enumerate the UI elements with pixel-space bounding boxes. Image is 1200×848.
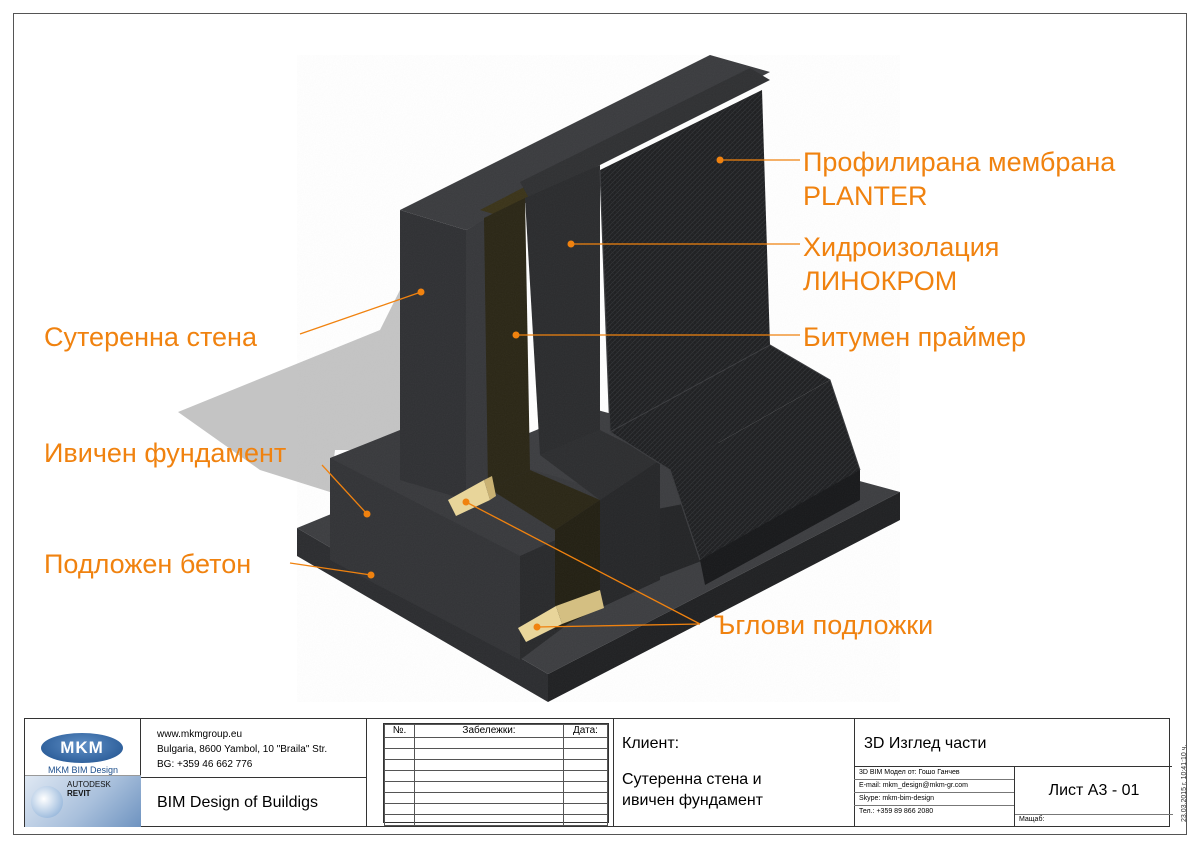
print-timestamp: 23.03.2015 г. 10:41:10 ч. bbox=[1181, 744, 1188, 822]
client-name: Сутеренна стена и ивичен фундамент bbox=[622, 771, 764, 809]
website-link[interactable]: www.mkmgroup.eu bbox=[157, 729, 243, 740]
label-corner-pads: Ъглови подложки bbox=[714, 610, 934, 640]
contact-box: www.mkmgroup.eu Bulgaria, 8600 Yambol, 1… bbox=[141, 719, 367, 826]
label-basement-wall: Сутеренна стена bbox=[44, 322, 257, 352]
client-box: Клиент: Сутеренна стена и ивичен фундаме… bbox=[613, 719, 1173, 826]
notes-col-notes: Забележки: bbox=[414, 724, 564, 738]
revit-badge: AUTODESK REVIT bbox=[25, 775, 141, 827]
tagline: BIM Design of Buildigs bbox=[141, 777, 367, 826]
skype-text: Skype: mkm-bim-design bbox=[854, 793, 1014, 806]
label-linokrom: Хидроизолация ЛИНОКРОМ bbox=[803, 230, 999, 298]
author-info: 3D BIM Модел от: Гошо Ганчев E-mail: mkm… bbox=[854, 767, 1014, 826]
address-text: Bulgaria, 8600 Yambol, 10 "Braila" Str. bbox=[157, 744, 328, 755]
notes-col-no: №. bbox=[384, 724, 415, 738]
client-label: Клиент: bbox=[622, 735, 680, 752]
mkm-logo-subtitle: MKM BIM Design bbox=[47, 765, 118, 775]
label-strip-footing: Ивичен фундамент bbox=[44, 438, 287, 468]
logo-box: MKM MKM BIM Design AUTODESK REVIT bbox=[25, 719, 141, 827]
label-planter-membrane: Профилирана мембрана PLANTER bbox=[803, 145, 1115, 213]
mkm-logo: MKM bbox=[41, 733, 123, 763]
notes-table: №. Забележки: Дата: bbox=[383, 723, 609, 826]
email-text: E-mail: mkm_design@mkm-gr.com bbox=[854, 780, 1014, 793]
label-linokrom-line1: Хидроизолация bbox=[803, 232, 1000, 262]
view-title: 3D Изглед части bbox=[854, 719, 1172, 767]
revit-label: AUTODESK REVIT bbox=[67, 780, 111, 798]
phone-text: BG: +359 46 662 776 bbox=[157, 759, 253, 770]
label-linokrom-line2: ЛИНОКРОМ bbox=[803, 266, 958, 296]
label-lean-concrete: Подложен бетон bbox=[44, 549, 252, 579]
model-by: 3D BIM Модел от: Гошо Ганчев bbox=[854, 767, 1014, 780]
contact-lines: www.mkmgroup.eu Bulgaria, 8600 Yambol, 1… bbox=[157, 727, 327, 772]
sheet-number: Лист А3 - 01 bbox=[1014, 767, 1173, 815]
callout-leaders bbox=[289, 156, 800, 631]
label-planter-line1: Профилирана мембрана bbox=[803, 147, 1116, 177]
label-planter-line2: PLANTER bbox=[803, 181, 928, 211]
3d-foundation-drawing bbox=[178, 55, 900, 702]
corner-pads bbox=[448, 476, 604, 642]
revit-logo-icon bbox=[31, 786, 63, 818]
label-bitumen-primer: Битумен праймер bbox=[803, 322, 1026, 352]
notes-col-date: Дата: bbox=[563, 724, 608, 738]
tel-text: Тел.: +359 89 866 2080 bbox=[859, 808, 934, 815]
sheet-border bbox=[13, 13, 1187, 835]
title-block: MKM MKM BIM Design AUTODESK REVIT www.mk… bbox=[24, 718, 1173, 827]
scale-label: Мащаб: bbox=[1014, 814, 1172, 826]
